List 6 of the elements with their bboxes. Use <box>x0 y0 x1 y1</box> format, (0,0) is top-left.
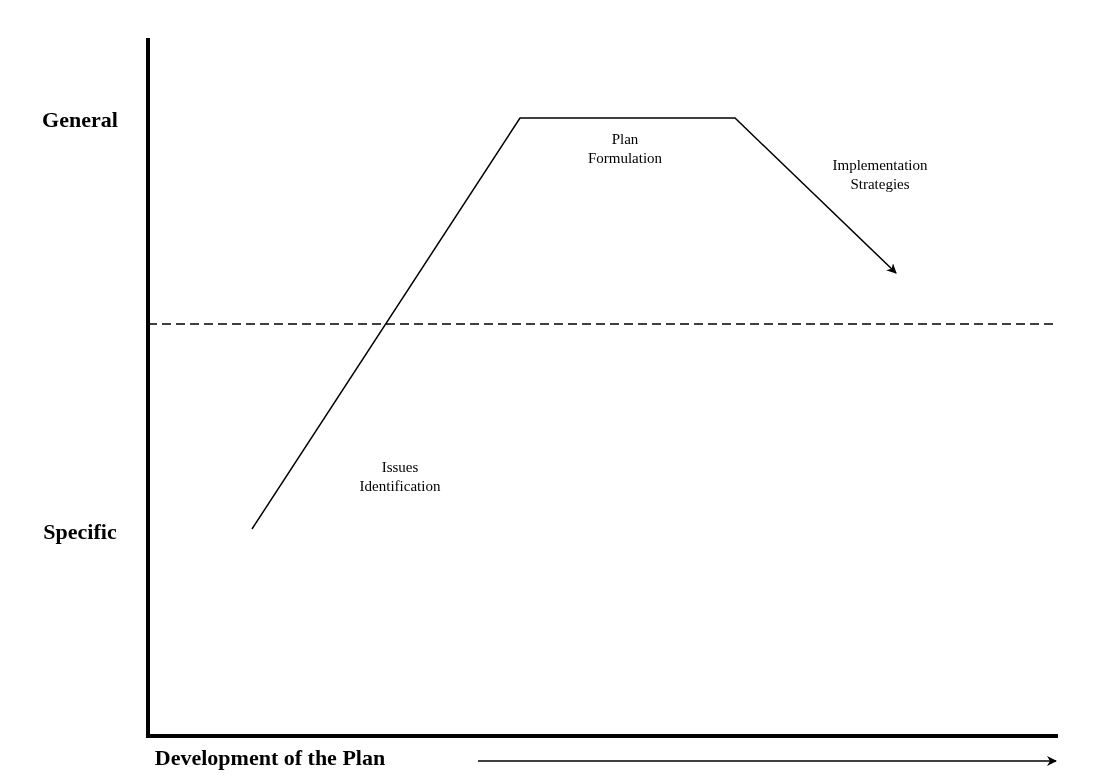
phase-label: Plan Formulation <box>586 130 664 168</box>
phase-label: Issues Identification <box>358 458 442 496</box>
axis-label: Development of the Plan <box>153 744 387 772</box>
axis-label: General <box>41 106 119 134</box>
phase-label: Implementation Strategies <box>831 156 929 194</box>
axis-label: Specific <box>42 518 118 546</box>
